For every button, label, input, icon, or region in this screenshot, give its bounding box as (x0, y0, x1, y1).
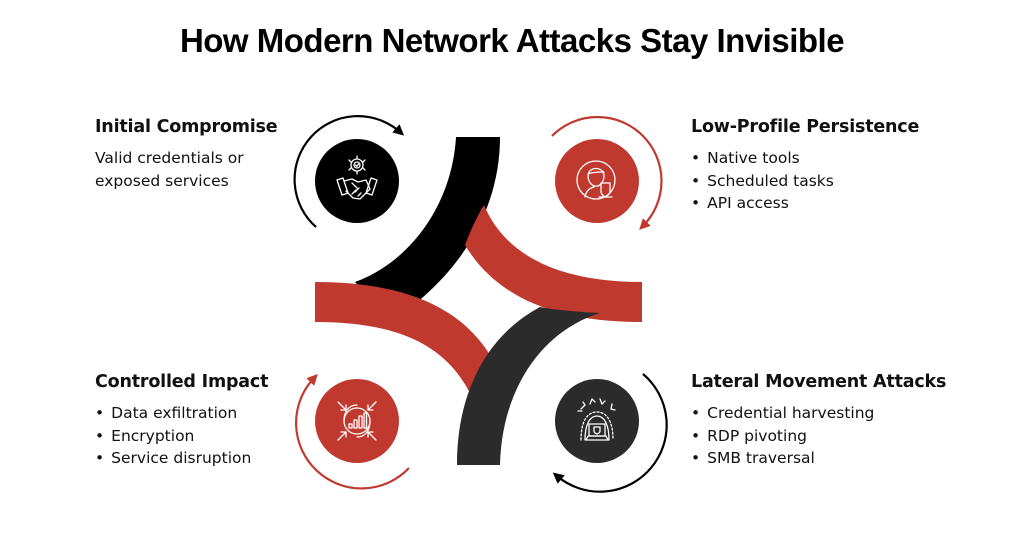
band-red-left (315, 282, 493, 402)
stage-low-profile-persistence-graphic (551, 115, 663, 230)
stage-lateral-movement: Lateral Movement Attacks Credential harv… (691, 372, 971, 470)
list-item: Native tools (691, 147, 951, 170)
list-item: RDP pivoting (691, 425, 971, 448)
stage-lateral-movement-graphic (552, 373, 668, 493)
stage-heading: Lateral Movement Attacks (691, 372, 947, 392)
user-shield-icon (576, 160, 616, 200)
band-red-right (465, 205, 642, 322)
stage-heading: Controlled Impact (95, 372, 269, 392)
cycle-arrow-bottom-right (552, 373, 668, 493)
cycle-arrow-top-left (293, 115, 405, 228)
stage-controlled-impact-graphic (295, 374, 410, 490)
list-item: Scheduled tasks (691, 170, 951, 193)
stage-initial-compromise-graphic (293, 115, 405, 228)
list-item: API access (691, 192, 951, 215)
circle-low-profile-persistence (555, 139, 639, 223)
handshake-gear-icon (336, 155, 378, 200)
stage-bullet-list: Credential harvesting RDP pivoting SMB t… (691, 402, 971, 470)
list-item: Service disruption (95, 447, 305, 470)
page-title: How Modern Network Attacks Stay Invisibl… (179, 22, 845, 59)
laptop-shield-attack-icon (577, 398, 616, 441)
stage-bullet-list: Data exfiltration Encryption Service dis… (95, 402, 305, 470)
list-item: Credential harvesting (691, 402, 971, 425)
cycle-arrow-top-right (551, 115, 663, 230)
stage-heading: Initial Compromise (95, 117, 278, 137)
circle-lateral-movement (555, 379, 639, 463)
stage-heading: Low-Profile Persistence (691, 117, 920, 137)
central-bands (315, 137, 642, 465)
stage-initial-compromise: Initial Compromise Valid credentials or … (95, 117, 295, 193)
list-item: Data exfiltration (95, 402, 305, 425)
stage-controlled-impact: Controlled Impact Data exfiltration Encr… (95, 372, 305, 470)
band-black-top (355, 137, 500, 322)
stage-low-profile-persistence: Low-Profile Persistence Native tools Sch… (691, 117, 951, 215)
list-item: Encryption (95, 425, 305, 448)
compress-chart-icon (337, 401, 377, 441)
stage-description-line-1: Valid credentials or (95, 149, 244, 167)
band-dark-bottom (457, 307, 600, 465)
stage-description-line-2: exposed services (95, 172, 229, 190)
stage-bullet-list: Native tools Scheduled tasks API access (691, 147, 951, 215)
list-item: SMB traversal (691, 447, 971, 470)
